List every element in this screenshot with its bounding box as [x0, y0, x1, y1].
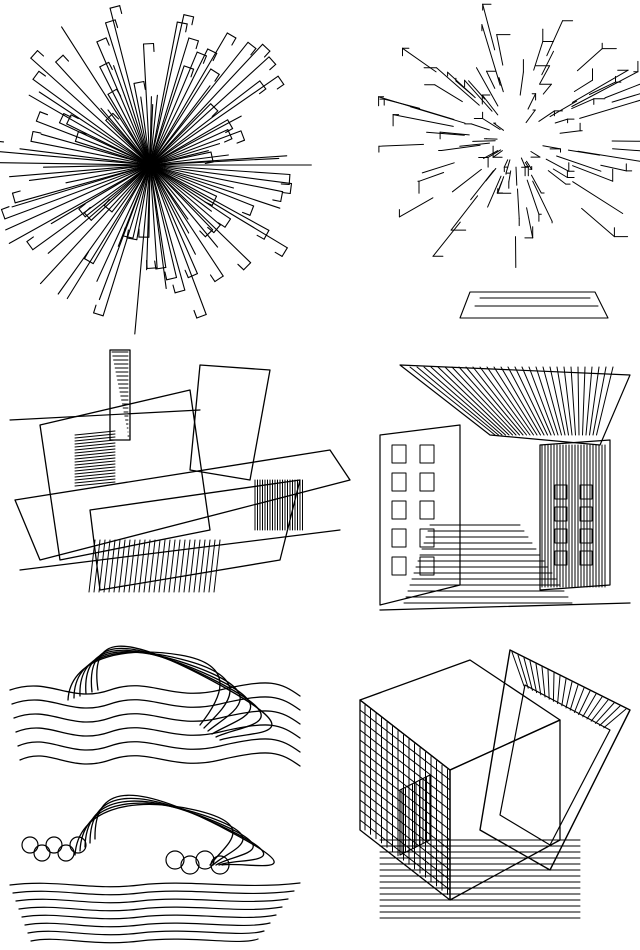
perspective-hatching-sketch — [350, 0, 640, 330]
isometric-structure-drawing — [359, 649, 631, 919]
abstract-planes-sketch — [0, 330, 360, 610]
wave-landscape-drawing — [9, 645, 301, 944]
wave-landscape-sketch — [0, 630, 310, 950]
interior-stair-drawing — [379, 364, 631, 611]
isometric-structure-sketch — [320, 640, 640, 950]
radial-burst-sketch — [0, 0, 330, 340]
interior-stair-sketch — [370, 335, 640, 625]
radial-burst-drawing — [0, 5, 312, 335]
abstract-planes-drawing — [9, 349, 351, 593]
perspective-hatching-drawing — [378, 3, 640, 319]
